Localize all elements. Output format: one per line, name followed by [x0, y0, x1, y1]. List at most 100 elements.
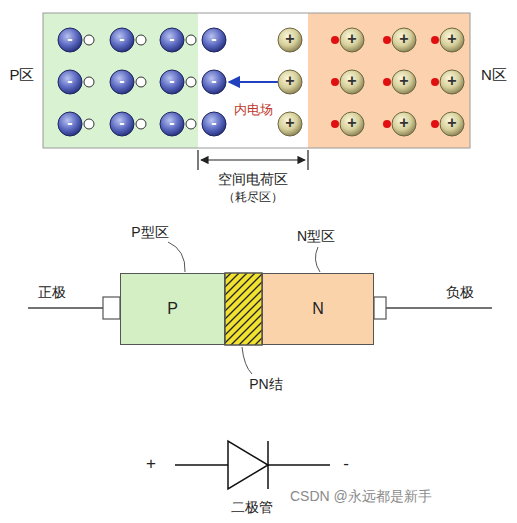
part-name: N型区 [297, 229, 335, 244]
ion-circle [278, 28, 302, 52]
ion-circle [58, 112, 82, 136]
ion-circle [440, 70, 464, 94]
part-name: P型区 [131, 225, 168, 240]
depletion-region: 内电场 - + - + - + [198, 13, 308, 148]
ion-charge: + [347, 114, 356, 132]
ion-circle [160, 28, 184, 52]
ion-circle [340, 70, 364, 94]
positive-ion: + [277, 27, 303, 53]
negative-ion: - [159, 27, 185, 53]
positive-ion: + [277, 69, 303, 95]
diode-symbol [175, 441, 330, 489]
ion-circle [278, 70, 302, 94]
anode-wire [28, 307, 103, 309]
region-caption: 空间电荷区 [218, 172, 288, 187]
region-name: P区 [9, 67, 34, 84]
positive-ion: + [391, 27, 417, 53]
ion-circle [392, 70, 416, 94]
ion-circle [278, 112, 302, 136]
n-type-body: N [262, 273, 374, 345]
ion-charge: + [447, 30, 456, 48]
ion-charge: - [67, 114, 72, 132]
ion-charge: - [169, 30, 174, 48]
negative-ion: - [201, 69, 227, 95]
ion-circle [58, 70, 82, 94]
ion-circle [202, 70, 226, 94]
ion-charge: + [447, 72, 456, 90]
region-caption: （耗尽区） [223, 191, 283, 204]
negative-ion: - [201, 27, 227, 53]
positive-ion: + [439, 111, 465, 137]
ion-circle [110, 112, 134, 136]
ion-charge: - [119, 114, 124, 132]
region-name: 内电场 [234, 103, 273, 117]
field-arrow [229, 81, 278, 83]
terminal-name: 负极 [446, 285, 474, 300]
terminal-name: 正极 [38, 285, 66, 300]
positive-ion: + [339, 111, 365, 137]
negative-ion: - [109, 69, 135, 95]
positive-ion: + [339, 69, 365, 95]
pn-junction-hatch [225, 273, 262, 345]
ion-charge: + [285, 30, 294, 48]
depletion-bracket [198, 150, 308, 170]
ion-charge: + [399, 30, 408, 48]
p-region: P区--------- [43, 13, 198, 148]
ion-circle [58, 28, 82, 52]
positive-ion: + [439, 27, 465, 53]
ion-charge: + [399, 72, 408, 90]
n-region-fill [308, 13, 470, 148]
ion-charge: - [211, 72, 216, 90]
positive-ion: + [391, 69, 417, 95]
watermark: CSDN @永远都是新手 [290, 489, 432, 504]
positive-ion: + [391, 111, 417, 137]
n-region: N区+++++++++ [308, 13, 470, 148]
ion-circle [160, 70, 184, 94]
ion-circle [340, 112, 364, 136]
ion-circle [340, 28, 364, 52]
ion-charge: - [211, 30, 216, 48]
part-name: PN结 [249, 377, 282, 392]
negative-ion: - [57, 27, 83, 53]
positive-ion: + [339, 27, 365, 53]
ion-charge: - [211, 114, 216, 132]
ion-circle [202, 112, 226, 136]
ion-charge: + [447, 114, 456, 132]
negative-ion: - [109, 27, 135, 53]
ion-circle [110, 28, 134, 52]
ion-charge: + [285, 72, 294, 90]
negative-ion: - [159, 111, 185, 137]
ion-circle [440, 112, 464, 136]
polarity-sign: + [146, 455, 156, 474]
junction-frame [43, 13, 470, 148]
negative-ion: - [159, 69, 185, 95]
ion-charge: - [119, 30, 124, 48]
box-label: P [167, 300, 178, 318]
ion-charge: + [347, 72, 356, 90]
negative-ion: - [57, 69, 83, 95]
p-region-fill [43, 13, 198, 148]
region-name: N区 [481, 67, 507, 84]
polarity-sign: - [343, 455, 349, 474]
p-type-body: P [120, 273, 225, 345]
ion-charge: - [67, 72, 72, 90]
symbol-name: 二极管 [231, 500, 273, 515]
ion-circle [392, 28, 416, 52]
cathode-wire [386, 307, 492, 309]
ion-circle [440, 28, 464, 52]
negative-ion: - [57, 111, 83, 137]
ion-circle [392, 112, 416, 136]
positive-ion: + [277, 111, 303, 137]
ion-charge: - [67, 30, 72, 48]
negative-ion: - [109, 111, 135, 137]
ion-circle [110, 70, 134, 94]
ion-circle [160, 112, 184, 136]
negative-ion: - [201, 111, 227, 137]
positive-ion: + [439, 69, 465, 95]
ion-charge: - [119, 72, 124, 90]
ion-charge: - [169, 72, 174, 90]
box-label: N [312, 300, 324, 318]
ion-charge: - [169, 114, 174, 132]
cathode-cap [374, 297, 386, 319]
